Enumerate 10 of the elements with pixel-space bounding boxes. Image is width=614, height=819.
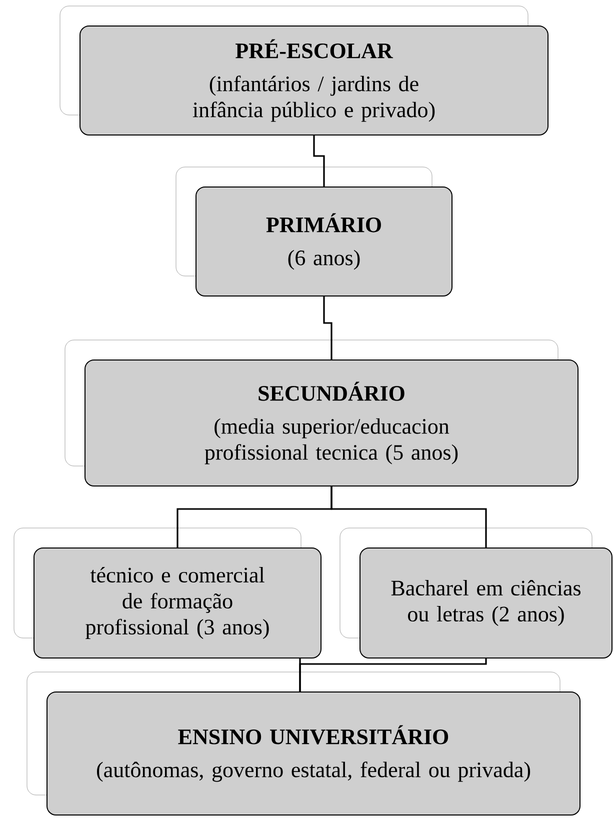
level-box: técnico e comercial de formação profissional (3 anos) [14,528,322,658]
level-box: SECUNDÁRIO (media superior/educacion profissional tecnica (5 anos) [64,340,578,486]
connector-line [313,136,325,186]
level-box: PRIMÁRIO (6 anos) [176,166,452,296]
connector-line [330,486,487,548]
level-box: ENSINO UNIVERSITÁRIO (autônomas, governo estatal, federal ou privada) [26,672,580,816]
connector-line [299,658,487,692]
level-box: Bacharel em ciências ou letras (2 anos) [340,528,612,658]
level-box: PRÉ-ESCOLAR (infantários / jardins de infância público e privado) [60,6,548,136]
connector-line [323,296,332,360]
